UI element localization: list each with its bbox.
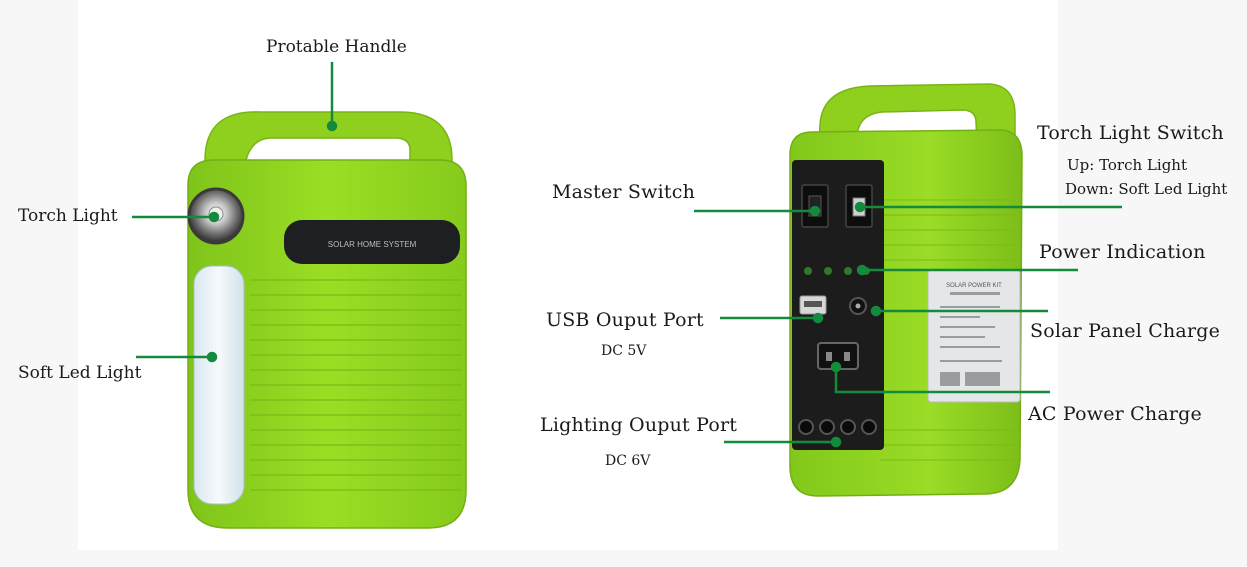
rating-label-title: SOLAR POWER KIT — [946, 283, 1002, 289]
label-usb-output-port: USB Ouput Port — [546, 309, 704, 331]
label-solar-panel-charge: Solar Panel Charge — [1030, 320, 1221, 342]
leader-lines — [132, 62, 1122, 448]
front-panel-text: SOLAR HOME SYSTEM — [328, 240, 417, 249]
back-device — [789, 83, 1023, 497]
label-torch-light: Torch Light — [18, 206, 118, 226]
control-panel — [792, 160, 884, 450]
label-portable-handle: Protable Handle — [266, 37, 407, 57]
label-lighting-spec: DC 6V — [605, 453, 651, 469]
label-torch-switch-down: Down: Soft Led Light — [1065, 180, 1228, 198]
label-torch-light-switch: Torch Light Switch — [1037, 122, 1224, 144]
back-ribs — [880, 199, 1016, 461]
label-soft-led-light: Soft Led Light — [18, 363, 142, 383]
front-ribs — [250, 279, 462, 491]
rating-label-text-lines — [940, 292, 1002, 386]
label-master-switch: Master Switch — [552, 181, 696, 203]
label-usb-spec: DC 5V — [601, 343, 647, 359]
label-ac-power-charge: AC Power Charge — [1028, 403, 1202, 425]
label-torch-switch-up: Up: Torch Light — [1067, 156, 1187, 174]
label-lighting-output-port: Lighting Ouput Port — [540, 414, 738, 436]
front-device — [187, 111, 467, 529]
label-power-indication: Power Indication — [1039, 241, 1206, 263]
soft-led-panel — [193, 265, 245, 505]
front-nameplate — [284, 220, 460, 264]
lighting-output-jacks — [798, 419, 877, 435]
